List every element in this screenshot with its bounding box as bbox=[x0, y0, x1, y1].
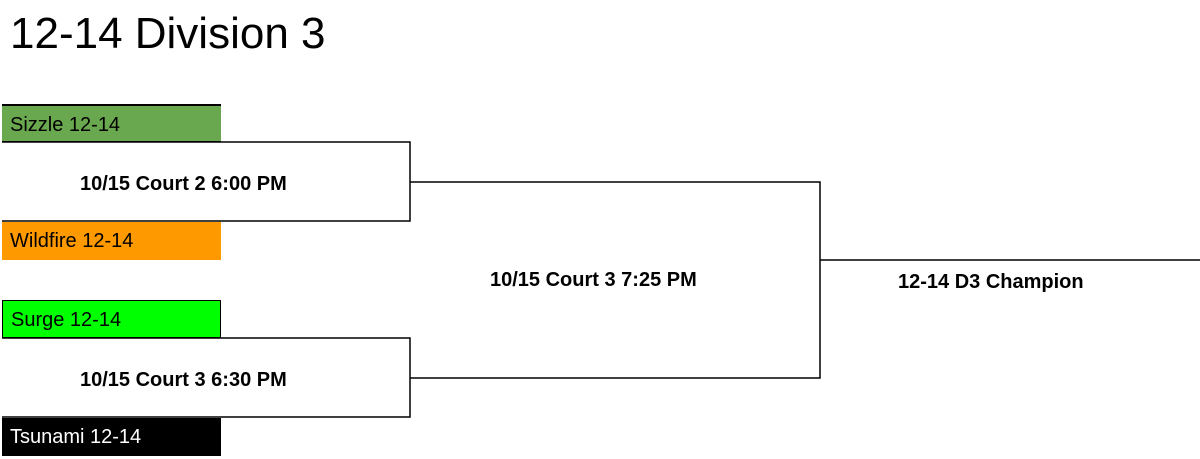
game2-label: 10/15 Court 3 6:30 PM bbox=[80, 369, 287, 391]
page-title: 12-14 Division 3 bbox=[10, 9, 326, 58]
final-bracket bbox=[410, 181, 821, 379]
team-slot-sizzle: Sizzle 12-14 bbox=[2, 104, 221, 142]
game1-label: 10/15 Court 2 6:00 PM bbox=[80, 173, 287, 195]
champion-label: 12-14 D3 Champion bbox=[898, 271, 1084, 293]
team-slot-tsunami: Tsunami 12-14 bbox=[2, 418, 221, 456]
team-slot-surge: Surge 12-14 bbox=[2, 300, 221, 338]
team-slot-wildfire: Wildfire 12-14 bbox=[2, 222, 221, 260]
final-game-label: 10/15 Court 3 7:25 PM bbox=[490, 269, 697, 291]
